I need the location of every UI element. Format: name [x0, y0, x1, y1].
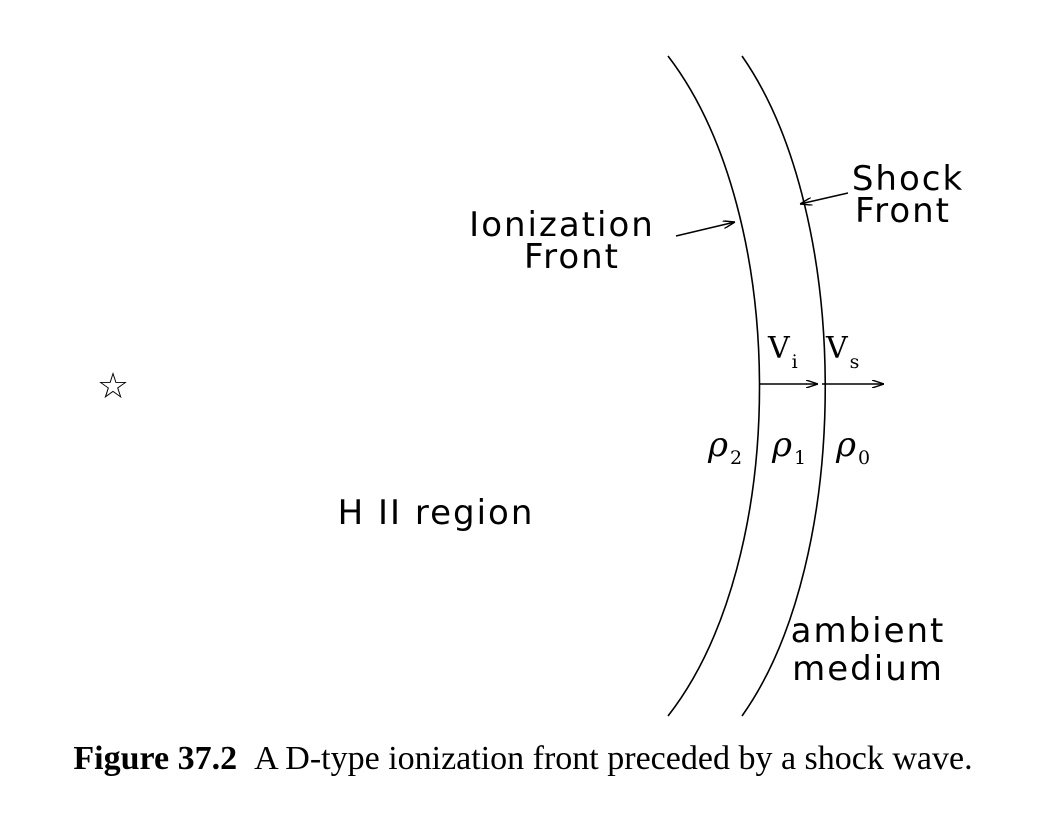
figure-number: Figure 37.2 — [73, 740, 238, 777]
shock-front-curve — [741, 55, 827, 717]
ambient-medium-label-line2: medium — [792, 649, 944, 689]
shock-front-label-line2: Front — [855, 191, 951, 231]
figure-caption-text: A D-type ionization front preceded by a … — [254, 740, 973, 777]
ionization-front-label-line2: Front — [524, 237, 620, 277]
ambient-medium-label-line1: ambient — [791, 611, 946, 651]
ionization-front-pointer — [675, 222, 735, 237]
shock-front-pointer — [800, 192, 849, 204]
ionization-front-label-line1: Ionization — [469, 205, 655, 245]
shock-front-label-line1: Shock — [852, 159, 964, 199]
hii-region-label: H II region — [338, 493, 535, 533]
star-icon: ☆ — [97, 366, 129, 407]
figure-caption: Figure 37.2 A D-type ionization front pr… — [0, 740, 1046, 778]
ionization-front-curve — [667, 55, 761, 717]
